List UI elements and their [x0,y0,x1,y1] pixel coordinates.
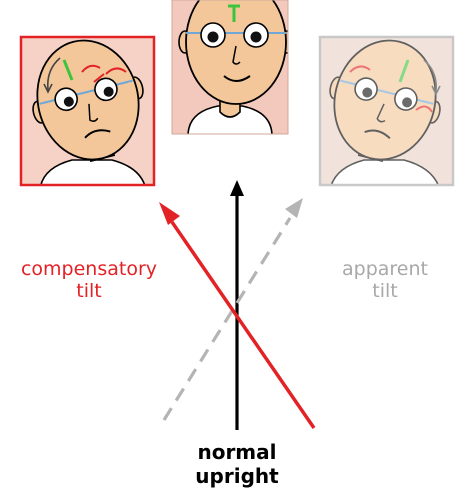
compensatory-tilt-line [170,221,316,429]
right-head-icon [329,39,441,186]
apparent-label-line2: tilt [372,280,398,302]
right-panel-border [318,35,455,187]
normal-label-line1: normal [197,440,277,464]
apparent-tilt-arrowhead [285,198,303,218]
left-head-panel [19,35,156,187]
compensatory-label-line2: tilt [76,280,102,302]
compensatory-tilt-label: compensatory tilt [14,258,164,302]
apparent-tilt-line [162,217,292,421]
apparent-label-line1: apparent [342,258,428,280]
upright-arrowhead [230,180,244,196]
apparent-tilt-label: apparent tilt [320,258,450,302]
right-head-panel [318,35,455,187]
compensatory-label-line1: compensatory [20,258,158,280]
center-panel-border [171,0,289,135]
normal-upright-label: normal upright [170,440,304,488]
tilt-lines [159,180,316,430]
normal-label-line2: upright [195,464,279,488]
center-head-panel [171,0,289,135]
diagram-svg [19,0,455,430]
left-panel-border [19,35,156,187]
diagram: compensatory tilt apparent tilt normal u… [14,0,455,488]
left-head-icon [32,39,146,186]
compensatory-tilt-arrowhead [159,202,180,225]
center-head-icon [178,0,288,134]
